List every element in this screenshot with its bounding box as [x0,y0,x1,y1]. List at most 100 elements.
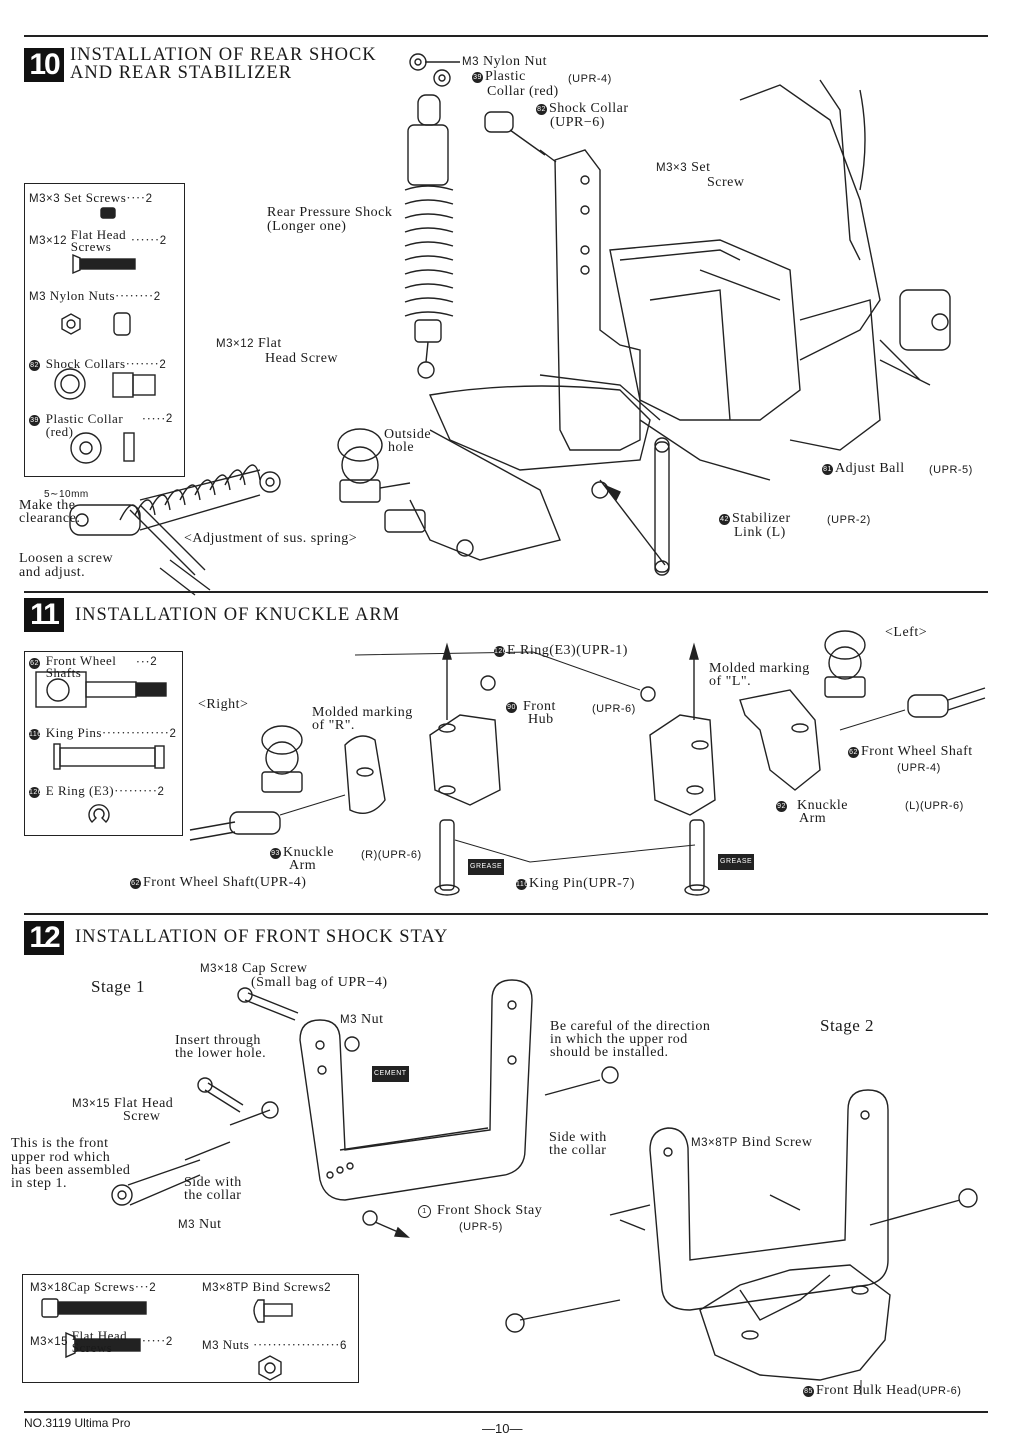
label-front-rod-2: upper rod which [11,1150,111,1165]
label-flat-head-screw: M3×12 Flat [216,336,282,351]
label-cap-screw-2: (Small bag of UPR−4) [251,975,388,990]
label-front-rod-1: This is the front [11,1136,109,1151]
upper-rod-illustration-stage1 [111,1066,619,1206]
label-side-collar-b-1: Side with [549,1130,607,1145]
mascot-illustration-11 [261,630,866,793]
front-hub-illustration [429,642,716,816]
label-insert-2: the lower hole. [175,1046,267,1061]
parts-11-item-0: 62 Front Wheel Shafts···2 [29,653,158,680]
label-flat-head-screw-12: M3×15 Flat Head [72,1096,174,1111]
step-11-parts-box [24,651,183,836]
label-rear-shock-2: (Longer one) [267,219,347,234]
rear-chassis-illustration [554,79,951,451]
label-knuckle-arm-right-upr: (R)(UPR-6) [361,849,422,861]
step-12-title: INSTALLATION OF FRONT SHOCK STAY [75,927,449,947]
front-wheel-shaft-illustration [189,687,986,841]
parts-box-11-glyphs [35,671,167,823]
parts-10-item-2: M3 Nylon Nuts········2 [29,288,161,304]
label-careful-1: Be careful of the direction [550,1019,711,1034]
screws-illustration-stage1 [197,987,410,1238]
parts-11-item-2: 126 E Ring (E3)·········2 [29,783,165,798]
parts-10-item-0: M3×3 Set Screws····2 [29,190,153,206]
label-adjust-ball-upr: (UPR-5) [929,464,973,476]
label-bind-screw: M3×8TP Bind Screw [691,1135,813,1150]
grease-tag-left: GREASE [718,854,755,870]
footer-rule [24,1411,988,1413]
label-front-rod-4: in step 1. [11,1176,67,1191]
label-king-pin: 116King Pin(UPR-7) [516,876,635,891]
mascot-illustration-10 [337,428,411,503]
label-flat-head-screw-12-2: Screw [123,1109,161,1124]
label-outside-hole-2: hole [388,440,415,455]
label-front-hub-upr: (UPR-6) [592,703,636,715]
step-10-title-line1: INSTALLATION OF REAR SHOCK [70,45,377,65]
label-knuckle-arm-left-2: Arm [799,811,827,826]
label-insert-1: Insert through [175,1033,261,1048]
parts-12-item-1: M3×8TP Bind Screws2 [202,1279,332,1295]
parts-12-item-2: M3×15 Flat Head Screws·····2 [30,1328,173,1355]
label-nylon-nut: M3 Nylon Nut [462,54,547,69]
label-rear-shock-1: Rear Pressure Shock [267,205,393,220]
step-number-11: 11 [24,598,64,632]
step-12-parts-box [22,1274,359,1383]
parts-10-item-3: 82 Shock Collars·······2 [29,356,167,371]
label-clearance-mm: 5∼10mm [44,489,89,500]
parts-11-item-1: 116 King Pins··············2 [29,725,177,740]
label-plastic-collar-2: Collar (red) [487,84,559,99]
step-10-parts-box [24,183,185,477]
label-e-ring: 126E Ring(E3)(UPR-1) [494,643,628,658]
shock-hardware-illustration [409,53,557,163]
label-front-wheel-shaft-left-upr: (UPR-4) [897,762,941,774]
label-clearance-2: clearance. [19,511,81,526]
step11-divider [24,591,988,593]
label-molded-l-1: Molded marking [709,661,810,676]
parts-box-10-glyphs [54,207,156,464]
cement-tag: CEMENT [372,1066,409,1082]
label-loosen-1: Loosen a screw [19,551,114,566]
label-right: <Right> [198,697,249,712]
label-front-rod-3: has been assembled [11,1163,131,1178]
knuckle-arm-illustration [344,689,821,814]
parts-10-item-4: 39 Plastic Collar (red)·····2 [29,411,173,439]
label-front-hub-2: Hub [528,712,554,727]
e-ring-illustration [354,651,656,702]
adjustment-shock-illustration [69,464,281,596]
label-side-collar-b-2: the collar [549,1143,607,1158]
label-cap-screw: M3×18 Cap Screw [200,961,308,976]
label-front-hub: 90 Front [506,699,556,714]
label-molded-r-2: of "R". [312,718,355,733]
label-set-screw: M3×3 Set [656,160,711,175]
label-knuckle-arm-left: 92 Knuckle [776,798,848,813]
label-left: <Left> [885,625,928,640]
front-bulk-head-illustration [699,1264,891,1395]
label-m3-nut-bottom: M3 Nut [178,1217,222,1232]
step-11-title: INSTALLATION OF KNUCKLE ARM [75,605,401,625]
label-stabilizer-upr: (UPR-2) [827,514,871,526]
label-set-screw-2: Screw [707,175,745,190]
stage-2-label: Stage 2 [820,1016,875,1035]
step-10-title-line2: AND REAR STABILIZER [70,63,293,83]
label-front-shock-stay-upr: (UPR-5) [459,1221,503,1233]
parts-10-item-1: M3×12 Flat Head Screws······2 [29,227,167,254]
front-shock-stay-illustration-stage2 [505,1089,978,1333]
label-adjustment-sus-spring: <Adjustment of sus. spring> [184,531,358,546]
label-knuckle-arm-right-2: Arm [289,858,317,873]
parts-12-item-3: M3 Nuts ··················6 [202,1337,347,1353]
label-careful-3: should be installed. [550,1045,669,1060]
grease-tag-right: GREASE [468,859,505,875]
suspension-arm-illustration [384,374,771,576]
label-clearance-1: Make the [19,498,76,513]
label-careful-2: in which the upper rod [550,1032,688,1047]
label-knuckle-arm-left-upr: (L)(UPR-6) [905,800,964,812]
rear-shock-illustration [404,94,454,379]
label-molded-r-1: Molded marking [312,705,413,720]
stage-1-label: Stage 1 [91,977,146,996]
